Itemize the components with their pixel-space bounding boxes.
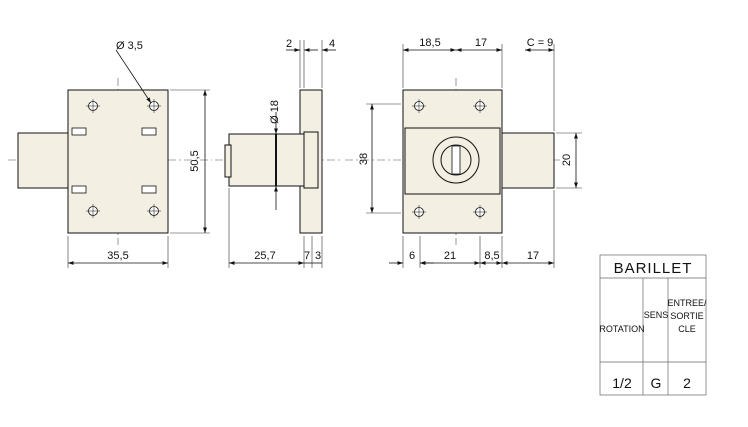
back-top-dim-b: 17 — [475, 37, 487, 49]
table-header-sens: SENS — [644, 310, 669, 320]
back-bottom-dim: 21 — [444, 250, 456, 262]
back-bottom-dim: 17 — [527, 250, 539, 262]
front-width-label: 35,5 — [107, 250, 128, 262]
side-top-dim-b: 4 — [329, 38, 335, 50]
table-header-cle: CLE — [678, 324, 696, 334]
side-top-dim-a: 2 — [286, 38, 292, 50]
table-header-sortie: SORTIE — [670, 311, 703, 321]
slot — [71, 127, 87, 136]
front-view: Ø 3,5 50,5 35,5 — [8, 40, 212, 268]
slot — [71, 185, 87, 194]
table-value-sens: G — [651, 375, 662, 391]
side-length-b: 7 — [304, 250, 310, 262]
hole-diameter-label: Ø 3,5 — [116, 40, 143, 52]
back-bottom-dim: 8,5 — [484, 250, 499, 262]
side-length-a: 25,7 — [254, 250, 275, 262]
table-header-entree: ENTREE/ — [667, 298, 707, 308]
back-height-label: 38 — [358, 153, 370, 165]
table-header-rotation: ROTATION — [599, 324, 644, 334]
front-height-label: 50,5 — [189, 150, 201, 171]
back-bottom-dim: 6 — [409, 250, 415, 262]
barillet-table: BARILLET ROTATION SENS ENTREE/ SORTIE CL… — [599, 254, 707, 396]
slot — [141, 127, 157, 136]
slot — [141, 185, 157, 194]
back-view: 18,5 17 C = 9 38 20 6 21 8,5 17 — [345, 37, 582, 268]
back-top-dim-c: C = 9 — [527, 37, 554, 49]
side-length-c: 3 — [315, 250, 321, 262]
bolt-height-label: 20 — [561, 154, 573, 166]
back-bolt — [501, 132, 555, 189]
side-cylinder — [228, 133, 305, 187]
side-plate-step — [303, 131, 319, 189]
keyway — [451, 145, 461, 175]
table-title: BARILLET — [614, 260, 693, 277]
back-top-dim-a: 18,5 — [419, 37, 440, 49]
side-view: 2 4 Ø 18 25,7 7 3 — [215, 38, 340, 268]
front-bolt — [17, 132, 71, 189]
table-value-cle: 2 — [683, 375, 691, 391]
cylinder-diameter-label: Ø 18 — [269, 100, 281, 124]
table-value-rotation: 1/2 — [612, 375, 632, 391]
side-cylinder-cap — [224, 144, 232, 178]
